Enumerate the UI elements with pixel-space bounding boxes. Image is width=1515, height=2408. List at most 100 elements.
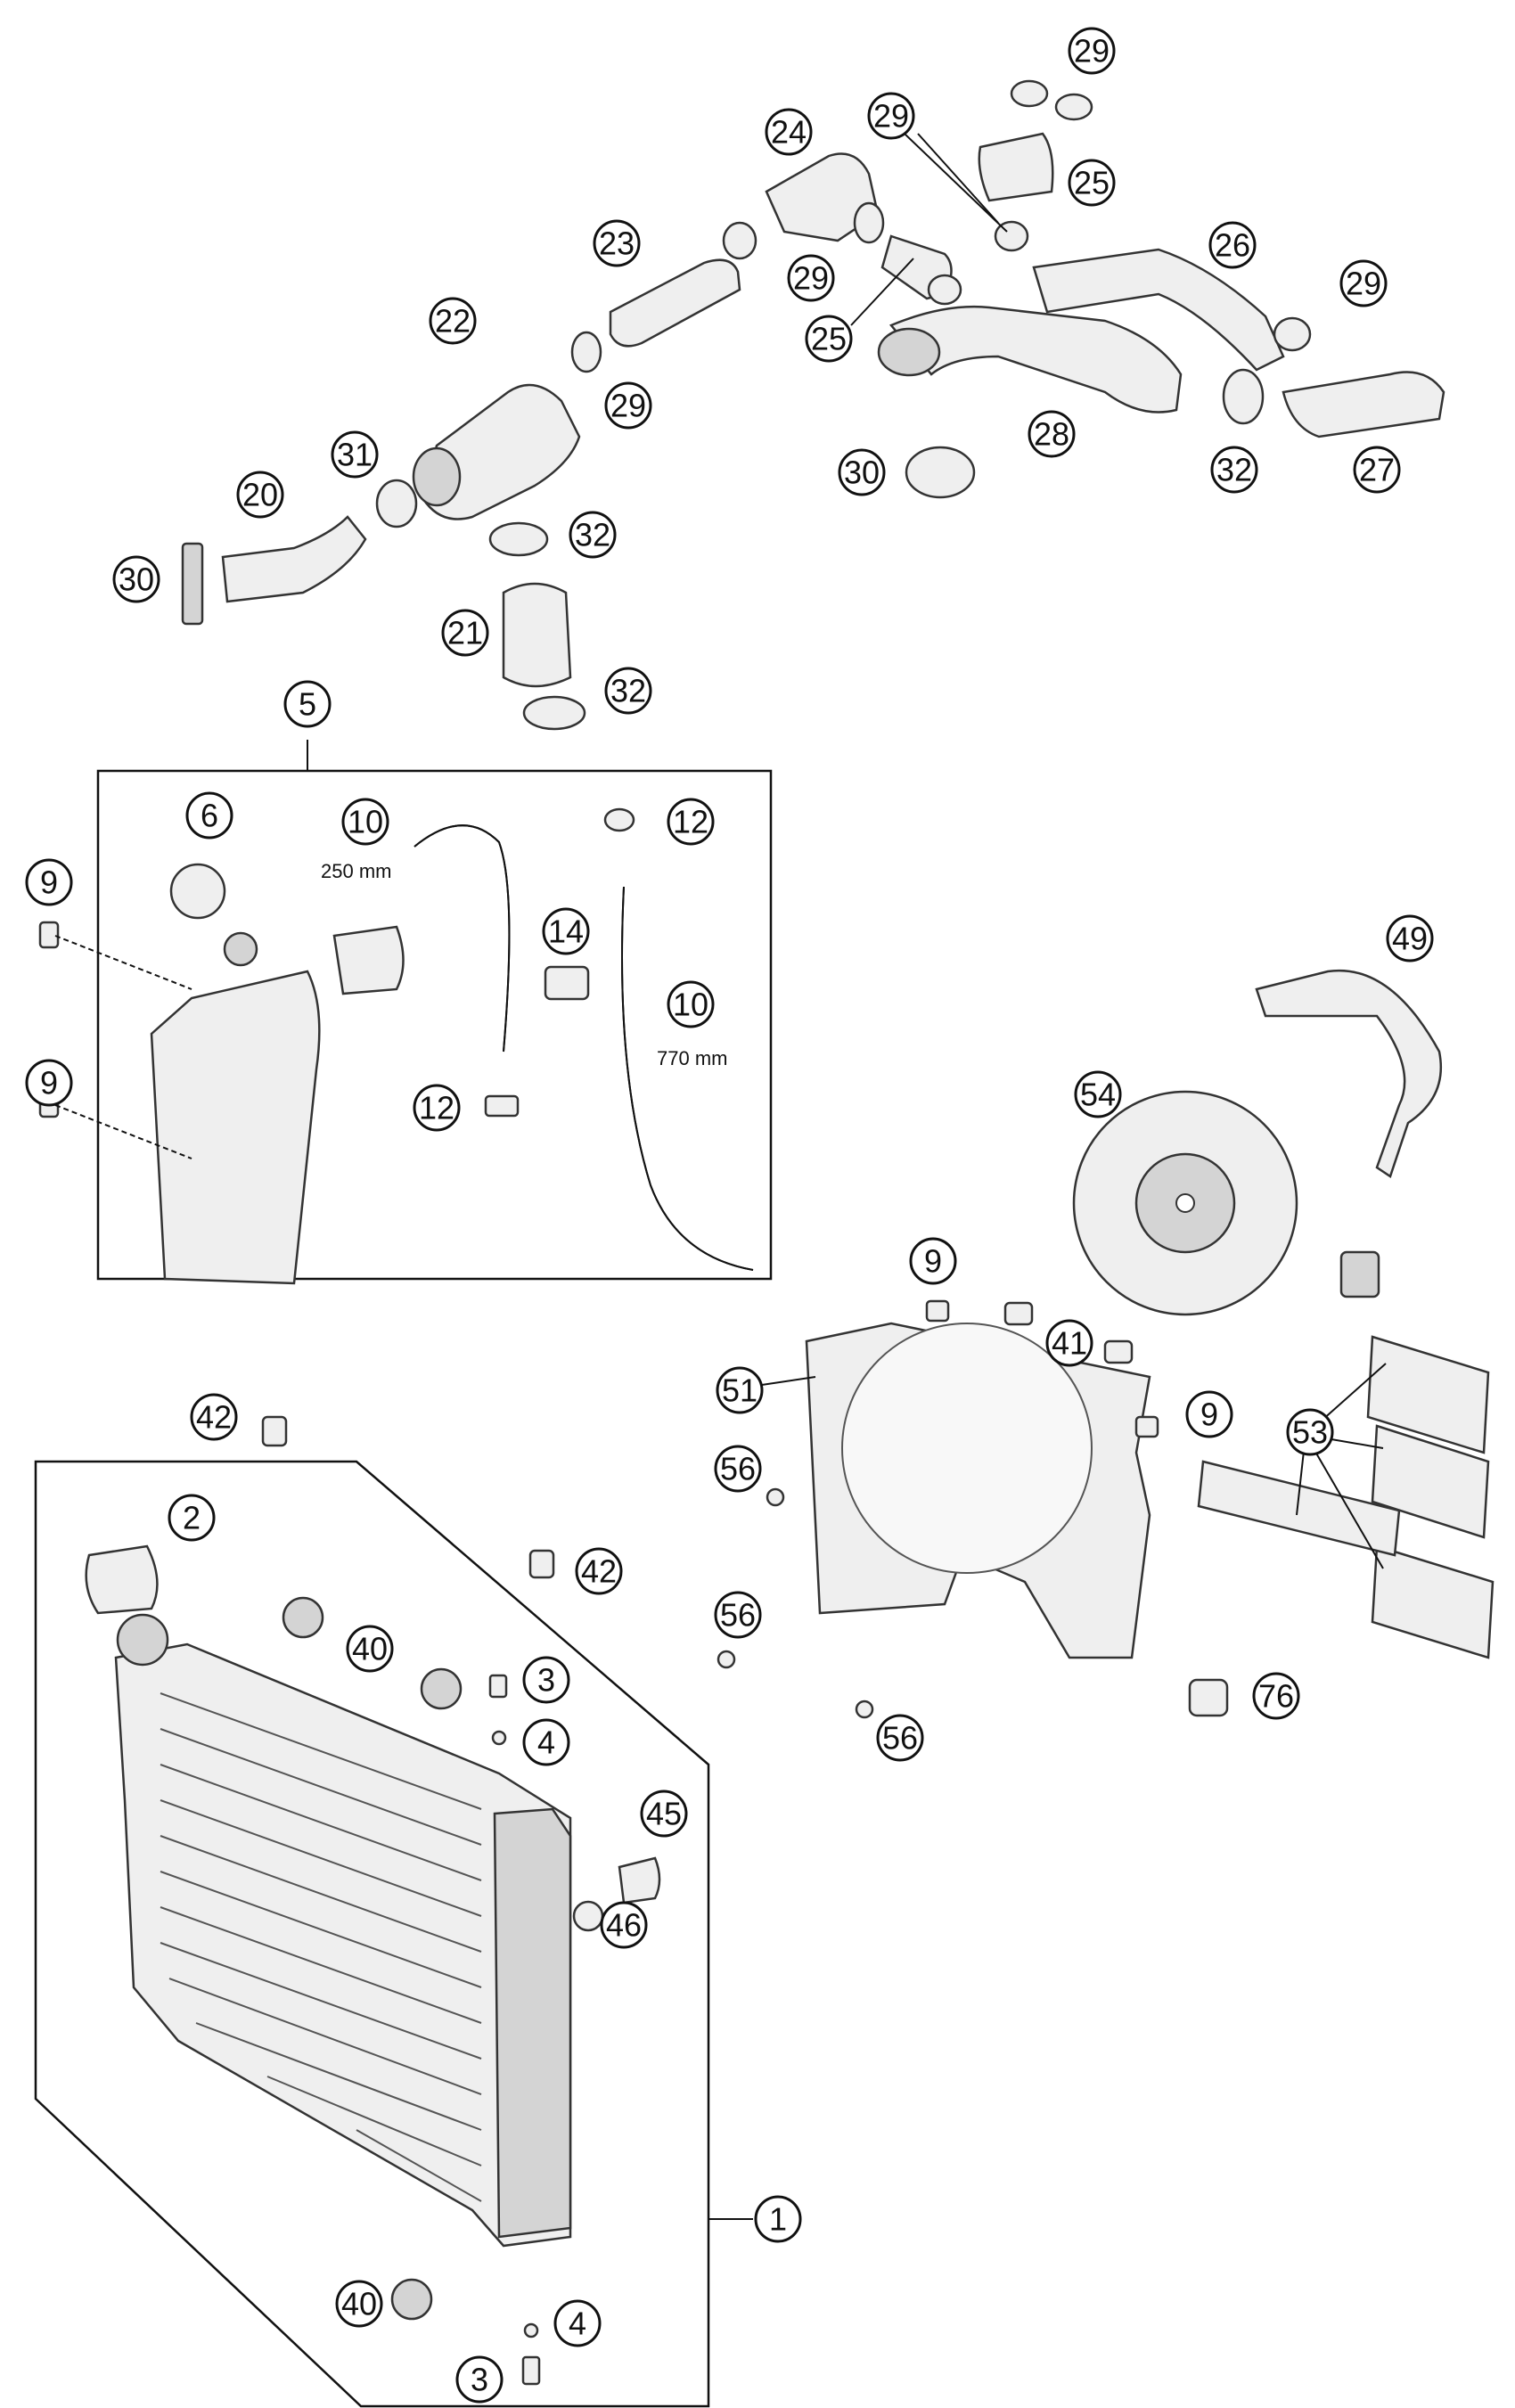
callout-49: 49 <box>1386 914 1434 962</box>
grommet-40-part <box>282 1596 324 1639</box>
callout-26: 26 <box>1208 221 1257 269</box>
part-callouts: 29 29 24 25 23 26 29 29 25 22 29 28 31 3… <box>25 27 1434 2404</box>
callout-23: 23 <box>593 219 641 267</box>
callout-number: 56 <box>720 1451 756 1487</box>
hose-21-part <box>502 582 572 688</box>
callout-3: 3 <box>455 2355 504 2404</box>
clip-12-part <box>484 1094 520 1118</box>
tank-cap-6-part <box>169 863 226 920</box>
callout-number: 32 <box>610 673 646 709</box>
tank-filler-part <box>223 931 258 967</box>
radiator-filler-neck-part <box>116 1613 169 1667</box>
callout-number: 40 <box>352 1631 388 1667</box>
callout-29: 29 <box>867 92 915 140</box>
clamp-29-part <box>853 201 885 244</box>
hose-clip-30-part <box>181 542 204 626</box>
callout-number: 25 <box>811 321 847 357</box>
callout-number: 9 <box>40 864 58 901</box>
hose-20-part <box>221 515 367 603</box>
hose-27-part <box>1282 371 1445 438</box>
callout-number: 9 <box>924 1243 942 1280</box>
callout-29: 29 <box>604 381 652 430</box>
callout-number: 21 <box>447 615 483 651</box>
bolt-42-part <box>261 1415 288 1447</box>
callout-number: 56 <box>720 1597 756 1634</box>
screw-9-part <box>38 921 60 949</box>
callout-32: 32 <box>604 667 652 715</box>
callout-21: 21 <box>441 609 489 657</box>
callout-25: 25 <box>1068 159 1116 207</box>
fan-assembly <box>717 969 1495 1719</box>
callout-1: 1 <box>754 2195 802 2243</box>
callout-12: 12 <box>667 798 715 846</box>
nut-56-part <box>766 1487 785 1507</box>
callout-24: 24 <box>765 108 813 156</box>
callout-28: 28 <box>1028 410 1076 458</box>
callout-number: 20 <box>242 477 278 513</box>
callout-4: 4 <box>553 2299 602 2347</box>
callout-51: 51 <box>716 1366 764 1414</box>
hose-28-end-part <box>877 327 941 377</box>
callout-number: 27 <box>1359 452 1395 488</box>
callout-number: 42 <box>581 1553 617 1590</box>
clamp-29-part <box>722 221 758 260</box>
radiator-core-part <box>114 1642 572 2248</box>
callout-number: 29 <box>610 388 646 424</box>
washer-4-part <box>523 2322 539 2338</box>
hose-23-part <box>609 258 741 348</box>
shroud-fan-opening <box>841 1323 1093 1574</box>
screw-9-part <box>1134 1415 1159 1438</box>
callout-number: 30 <box>119 561 154 598</box>
callout-3: 3 <box>522 1656 570 1704</box>
callout-number: 45 <box>646 1796 682 1832</box>
thermostat-outlet-part <box>412 446 462 507</box>
callout-number: 22 <box>435 303 471 340</box>
callout-31: 31 <box>331 430 379 479</box>
callout-27: 27 <box>1353 446 1401 494</box>
grommet-40-part <box>390 2278 433 2321</box>
callout-number: 29 <box>1074 33 1110 70</box>
callout-5: 5 <box>283 680 332 728</box>
clamp-32-part <box>1222 368 1265 425</box>
nut-56-part <box>855 1700 874 1719</box>
hose-25-part <box>978 132 1054 202</box>
callout-29: 29 <box>1068 27 1116 75</box>
callout-number: 12 <box>419 1090 454 1126</box>
callout-32: 32 <box>1210 446 1258 494</box>
callout-number: 30 <box>844 455 880 491</box>
small-cap-part <box>332 925 405 995</box>
callout-number: 29 <box>793 260 829 297</box>
hose-28-part <box>889 305 1183 414</box>
callout-42: 42 <box>575 1547 623 1595</box>
washer-4-part <box>491 1730 507 1746</box>
callout-number: 1 <box>769 2201 787 2238</box>
callout-number: 40 <box>341 2286 377 2322</box>
callout-45: 45 <box>640 1790 688 1838</box>
screw-3-part <box>488 1674 508 1699</box>
expansion-tank-part <box>150 970 321 1285</box>
thermostat-housing-22-part <box>422 383 581 520</box>
callout-29: 29 <box>1339 259 1388 307</box>
clip-41-part <box>1103 1339 1134 1364</box>
callout-41: 41 <box>1045 1319 1093 1367</box>
callout-2: 2 <box>168 1494 216 1542</box>
sensor-45-part <box>618 1856 661 1904</box>
clamp-29-part <box>1054 93 1093 121</box>
clip-14-part <box>544 965 590 1001</box>
callout-number: 9 <box>40 1065 58 1102</box>
clamp-30-part <box>905 446 976 499</box>
callout-29: 29 <box>787 254 835 302</box>
clamp-31-part <box>375 479 418 528</box>
plate-53-part <box>1197 1460 1401 1557</box>
clamp-32-part <box>488 521 549 557</box>
nut-56-part <box>717 1650 736 1669</box>
callout-number: 10 <box>673 987 708 1023</box>
callout-25: 25 <box>805 315 853 363</box>
hose-length-770-label: 770 mm <box>657 1047 727 1069</box>
callout-56: 56 <box>714 1445 762 1493</box>
callout-number: 42 <box>196 1399 232 1436</box>
callout-number: 51 <box>722 1372 758 1409</box>
callout-number: 31 <box>337 437 373 473</box>
